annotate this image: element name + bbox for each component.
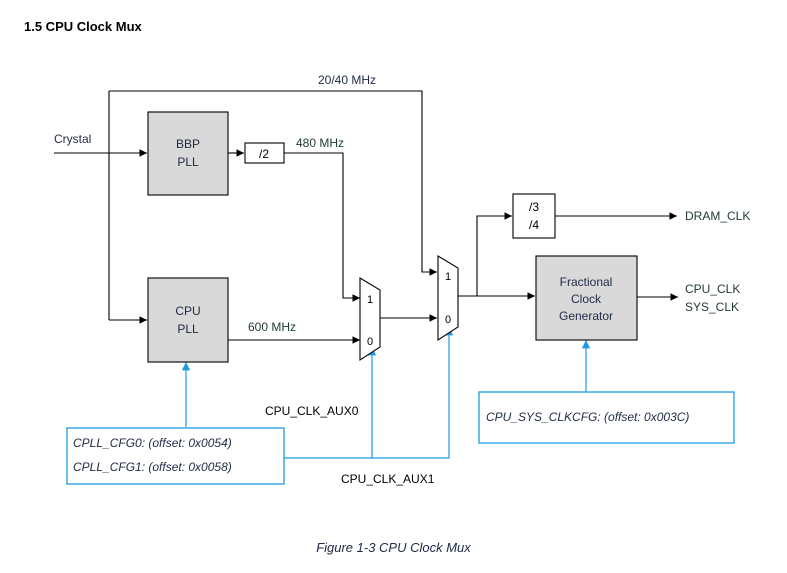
cpu-pll-label-2: PLL bbox=[177, 322, 199, 336]
divider-2-label: /2 bbox=[259, 147, 269, 161]
bbp-pll-label-1: BBP bbox=[176, 137, 200, 151]
sys-clk-label: SYS_CLK bbox=[685, 300, 739, 314]
section-heading: 1.5 CPU Clock Mux bbox=[24, 19, 142, 34]
aux0-label: CPU_CLK_AUX0 bbox=[265, 404, 359, 418]
fractional-clock-generator-block: Fractional Clock Generator bbox=[535, 255, 638, 341]
mux-1: 1 0 bbox=[359, 277, 381, 362]
cpll-config-box: CPLL_CFG0: (offset: 0x0054) CPLL_CFG1: (… bbox=[66, 427, 285, 485]
mux-1-input-0-label: 0 bbox=[367, 336, 373, 348]
bbp-pll-label-2: PLL bbox=[177, 155, 199, 169]
wire-div2-to-mux1 bbox=[284, 152, 360, 302]
cpu-clk-label: CPU_CLK bbox=[685, 282, 740, 296]
control-wires bbox=[181, 327, 591, 459]
crystal-label: Crystal bbox=[54, 132, 91, 146]
divider-3-label: /3 bbox=[529, 200, 539, 214]
wire-top-20-40mhz bbox=[109, 90, 437, 276]
divider-3-4-block: /3 /4 bbox=[512, 193, 556, 239]
ctrl-aux1-to-mux2 bbox=[372, 327, 454, 459]
frac-gen-label-1: Fractional bbox=[560, 275, 613, 289]
freq-20-40-label: 20/40 MHz bbox=[318, 73, 376, 87]
wire-mux2-to-div34 bbox=[476, 212, 512, 296]
dram-clk-label: DRAM_CLK bbox=[685, 209, 750, 223]
mux-2-input-1-label: 1 bbox=[445, 271, 451, 283]
cpll-cfg0-label: CPLL_CFG0: (offset: 0x0054) bbox=[73, 436, 232, 450]
frac-gen-label-3: Generator bbox=[559, 309, 613, 323]
divider-4-label: /4 bbox=[529, 218, 539, 232]
ctrl-aux0-to-mux1 bbox=[284, 347, 377, 459]
cpll-cfg1-label: CPLL_CFG1: (offset: 0x0058) bbox=[73, 460, 232, 474]
signal-wires bbox=[54, 90, 678, 344]
figure-caption: Figure 1-3 CPU Clock Mux bbox=[316, 540, 471, 555]
freq-480-label: 480 MHz bbox=[296, 136, 344, 150]
cpu-pll-block: CPU PLL bbox=[147, 277, 229, 363]
sys-clkcfg-box: CPU_SYS_CLKCFG: (offset: 0x003C) bbox=[478, 391, 735, 444]
sys-clkcfg-label: CPU_SYS_CLKCFG: (offset: 0x003C) bbox=[486, 410, 689, 424]
freq-600-label: 600 MHz bbox=[248, 320, 296, 334]
bbp-pll-block: BBP PLL bbox=[147, 111, 229, 196]
mux-2: 1 0 bbox=[437, 255, 459, 342]
aux1-label: CPU_CLK_AUX1 bbox=[341, 472, 435, 486]
frac-gen-label-2: Clock bbox=[571, 292, 602, 306]
mux-2-input-0-label: 0 bbox=[445, 314, 451, 326]
cpu-pll-label-1: CPU bbox=[175, 304, 200, 318]
mux-1-input-1-label: 1 bbox=[367, 294, 373, 306]
divider-2-block: /2 bbox=[244, 142, 285, 164]
